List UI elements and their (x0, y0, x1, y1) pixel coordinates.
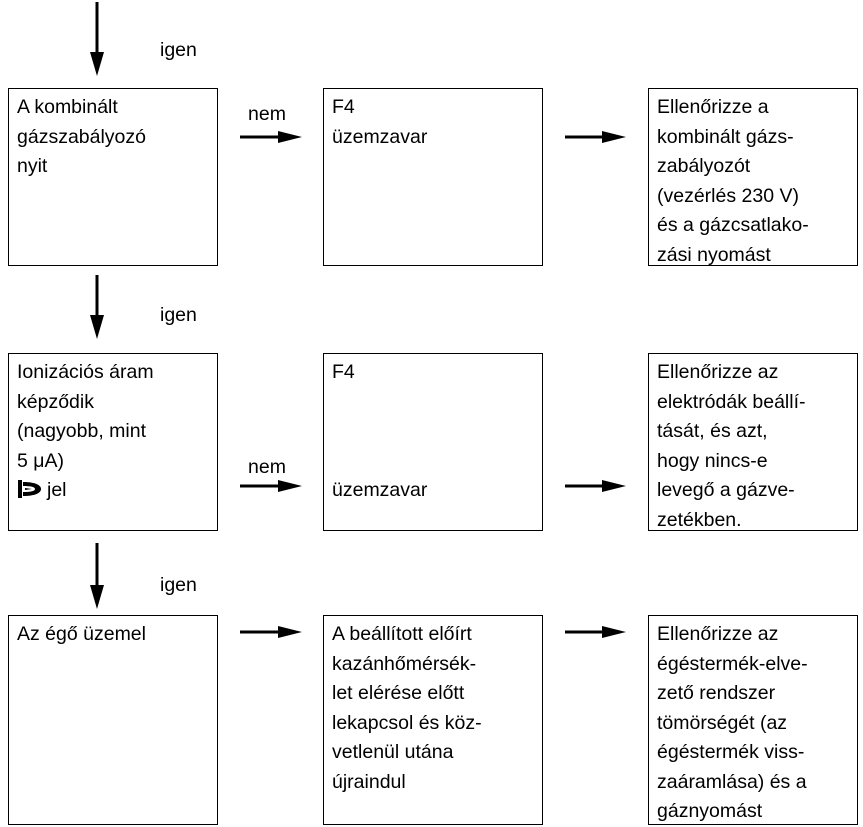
arrow-right-row2-action (565, 480, 626, 492)
action-box-check-flue-system: Ellenőrizze az égéstermék-elve- zető ren… (648, 615, 858, 825)
symptom-box-shutdown-restart: A beállított előírt kazánhőmérsék- let e… (323, 615, 543, 825)
condition-line: (nagyobb, mint (17, 420, 146, 442)
condition-line: 5 μA) (17, 449, 64, 472)
arrow-right-row1-no (240, 131, 302, 143)
yes-label-top: igen (160, 39, 197, 61)
fault-code: F4 (332, 361, 355, 383)
condition-line: képződik (17, 390, 94, 413)
arrow-down-row2-row3 (90, 543, 104, 609)
flame-signal-icon (18, 480, 41, 498)
yes-label-row2: igen (160, 574, 197, 596)
condition-box-ionization-current: Ionizációs áram képződik (nagyobb, mint … (8, 353, 218, 531)
no-label-row2: nem (248, 456, 286, 478)
action-box-check-electrodes: Ellenőrizze az elektródák beállí- tását,… (648, 353, 858, 531)
no-label-row1: nem (248, 103, 286, 125)
fault-text: üzemzavar (332, 478, 428, 501)
arrow-right-row3-action (565, 626, 626, 638)
arrow-down-top (90, 2, 104, 76)
arrow-down-row1-row2 (90, 275, 104, 339)
signal-text: jel (47, 479, 67, 501)
condition-line: Ionizációs áram (17, 361, 154, 383)
yes-label-row1: igen (160, 304, 197, 326)
fault-box-f4-row2: F4 üzemzavar (323, 353, 543, 531)
arrow-right-row2-no (240, 480, 302, 492)
condition-box-gas-valve-opens: A kombinált gázszabályozó nyit (8, 88, 218, 266)
arrow-right-row3-symptom (240, 626, 302, 638)
condition-box-burner-operates: Az égő üzemel (8, 615, 218, 825)
action-box-check-gas-valve: Ellenőrizze a kombinált gázs- zabályozót… (648, 88, 858, 266)
signal-line: jel (17, 476, 209, 506)
fault-box-f4-row1: F4 üzemzavar (323, 88, 543, 266)
arrow-right-row1-action (565, 131, 626, 143)
